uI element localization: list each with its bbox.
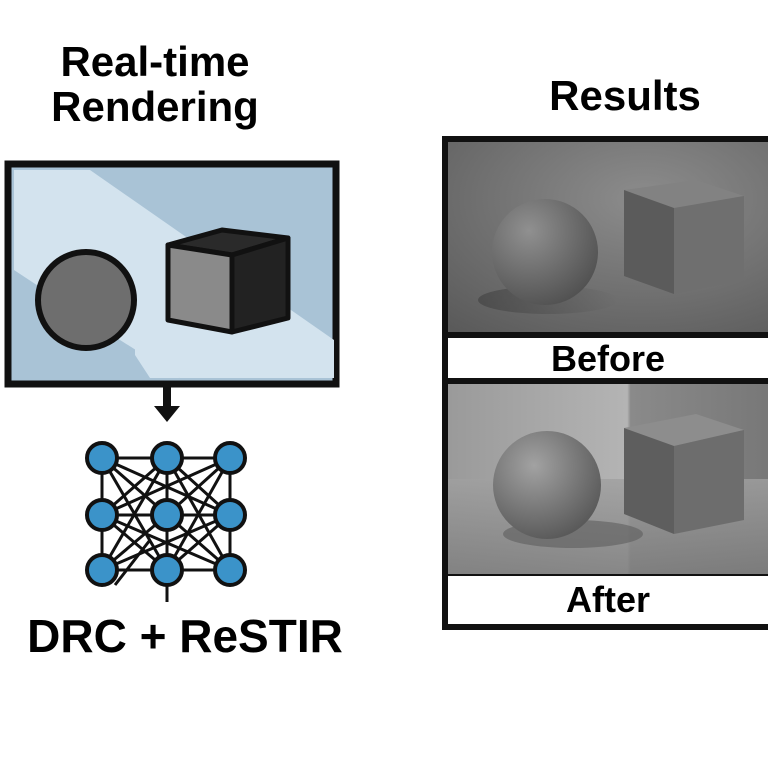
network-node <box>85 498 119 532</box>
before-label: Before <box>448 338 768 380</box>
network-node <box>85 441 119 475</box>
left-title: Real-time Rendering <box>0 38 310 130</box>
left-title-line-2: Rendering <box>51 82 259 130</box>
network-node <box>150 498 184 532</box>
after-label: After <box>448 576 768 624</box>
left-title-line-1: Real-time <box>60 38 250 85</box>
down-arrow-icon <box>154 386 180 422</box>
results-panel: Before After <box>442 136 768 630</box>
after-render-image <box>448 384 768 574</box>
neural-network-icon <box>85 441 247 602</box>
network-node <box>150 441 184 475</box>
network-node <box>213 441 247 475</box>
network-node <box>213 553 247 587</box>
network-node <box>85 553 119 587</box>
cube-shape <box>165 227 291 335</box>
divider <box>448 378 768 384</box>
divider <box>448 332 768 338</box>
before-render-image <box>448 142 768 332</box>
right-title: Results <box>549 72 701 119</box>
method-label: DRC + ReSTIR <box>27 610 343 662</box>
network-node <box>150 553 184 587</box>
sphere-shape <box>35 249 137 351</box>
monitor-illustration <box>4 160 340 422</box>
network-node <box>213 498 247 532</box>
